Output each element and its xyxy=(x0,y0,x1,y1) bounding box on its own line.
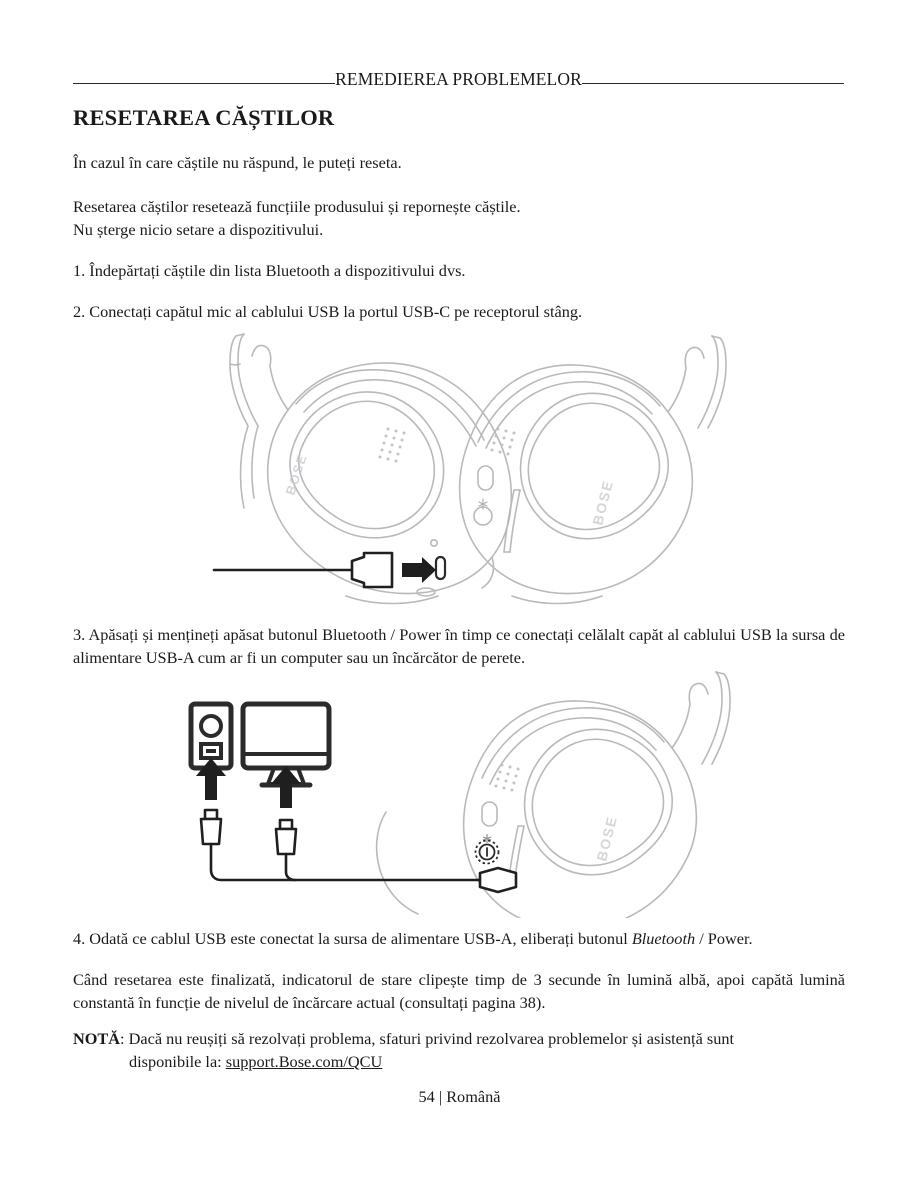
step-2: 2. Conectați capătul mic al cablului USB… xyxy=(73,302,583,321)
description-line-2: Nu șterge nicio setare a dispozitivului. xyxy=(73,220,324,239)
note-text: : Dacă nu reușiți să rezolvați problema,… xyxy=(120,1029,735,1048)
usb-a-plug-left xyxy=(199,808,223,846)
step-4: 4. Odată ce cablul USB este conectat la … xyxy=(73,927,845,950)
description-line-1: Resetarea căștilor resetează funcțiile p… xyxy=(73,197,521,216)
header-rule-right xyxy=(581,83,845,84)
note-availability-text: disponibile la: xyxy=(129,1052,226,1071)
step-4-text-part-2: / Power. xyxy=(695,929,753,948)
usb-a-plug-right xyxy=(274,818,298,856)
page-footer: 54 | Română xyxy=(418,1087,501,1106)
intro-paragraph: În cazul în care căștile nu răspund, le … xyxy=(73,153,402,172)
usb-c-cable-group xyxy=(212,551,436,589)
step-1: 1. Îndepărtați căștile din lista Bluetoo… xyxy=(73,261,466,280)
usb-c-plug xyxy=(478,866,518,894)
svg-text:BOSE: BOSE xyxy=(283,452,310,497)
arrow-up-charger xyxy=(196,758,226,800)
note-block: NOTĂ: Dacă nu reușiți să rezolvați probl… xyxy=(73,1027,845,1073)
step-4-text-part-1: 4. Odată ce cablul USB este conectat la … xyxy=(73,929,632,948)
figure-usb-c-connection: BOSE xyxy=(196,330,756,610)
page-title: RESETAREA CĂȘTILOR xyxy=(73,105,335,130)
bluetooth-power-button-highlight xyxy=(474,834,500,865)
figure-usb-a-power-source: BOSE xyxy=(180,668,780,918)
note-label: NOTĂ xyxy=(73,1029,121,1048)
header-rule-left xyxy=(73,83,336,84)
closing-paragraph: Când resetarea este finalizată, indicato… xyxy=(73,970,845,1012)
running-header-title: REMEDIEREA PROBLEMELOR xyxy=(335,68,582,89)
step-3: 3. Apăsați și mențineți apăsat butonul B… xyxy=(73,625,845,667)
running-header: REMEDIEREA PROBLEMELOR xyxy=(73,62,845,89)
step-4-bluetooth-italic: Bluetooth xyxy=(631,929,696,948)
svg-text:BOSE: BOSE xyxy=(589,478,616,527)
svg-text:BOSE: BOSE xyxy=(593,814,620,863)
support-link[interactable]: support.Bose.com/QCU xyxy=(225,1052,383,1071)
arrow-up-computer xyxy=(271,766,301,808)
note-second-line: disponibile la: support.Bose.com/QCU xyxy=(73,1050,845,1073)
